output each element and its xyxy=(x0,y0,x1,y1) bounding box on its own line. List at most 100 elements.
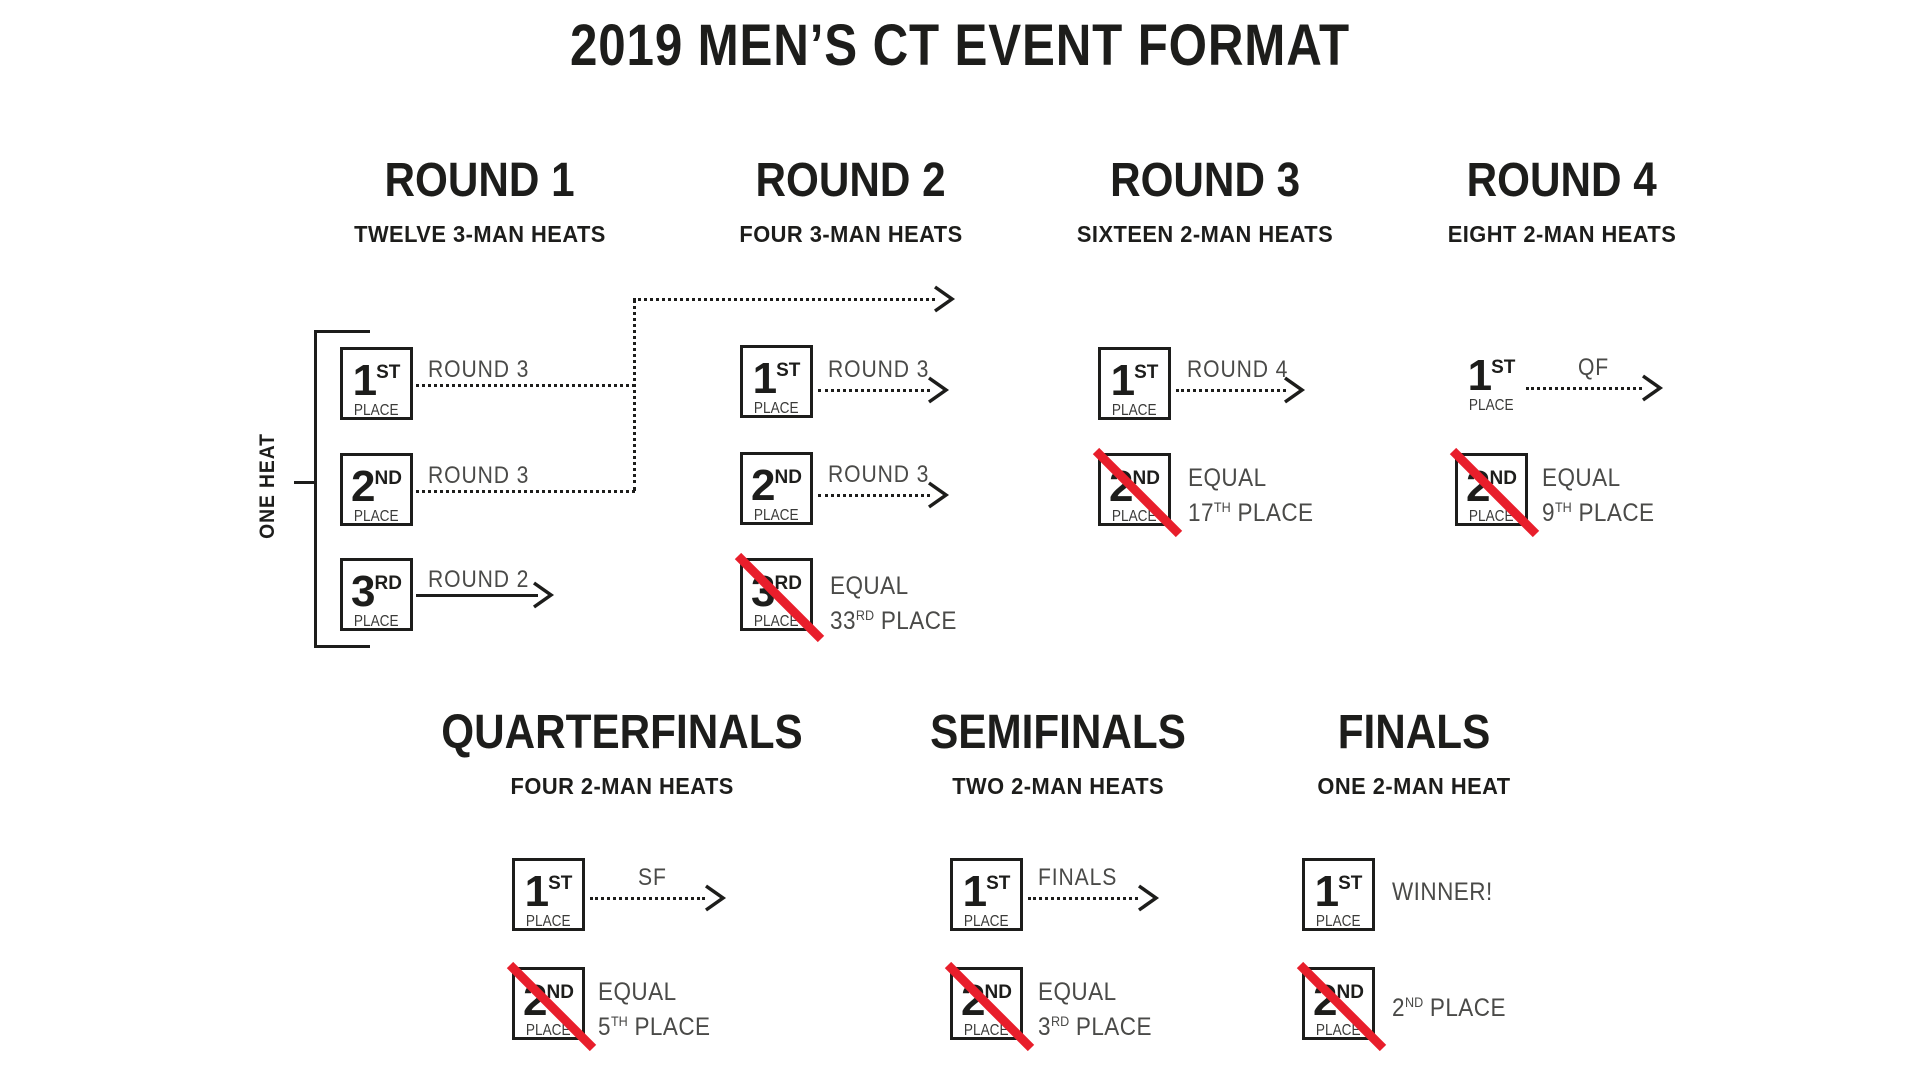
rank-number: 1 xyxy=(524,867,550,916)
round4-1st-place-unboxed: 1ST PLACE xyxy=(1455,345,1528,418)
semifinals-2nd-result: EQUAL 3RD PLACE xyxy=(1038,978,1152,1042)
rank-number: 2 xyxy=(523,976,548,1025)
place-label: PLACE xyxy=(1469,508,1514,525)
rank-number: 1 xyxy=(1467,351,1493,400)
rank-ordinal: ST xyxy=(776,360,801,381)
header-quarterfinals: QUARTERFINALS FOUR 2-MAN HEATS xyxy=(417,706,828,800)
place-label: PLACE xyxy=(526,1022,571,1039)
round2-1st-place-box: 1ST PLACE xyxy=(740,345,813,418)
rank-ordinal: ND xyxy=(1336,982,1364,1003)
result-ordinal: RD xyxy=(1050,1013,1070,1029)
result-ordinal: ND xyxy=(1404,994,1424,1010)
arrowhead-icon xyxy=(927,481,950,509)
header-semifinals: SEMIFINALS TWO 2-MAN HEATS xyxy=(913,706,1204,800)
equal-label: EQUAL xyxy=(830,572,909,600)
rank-ordinal: ND xyxy=(1489,468,1517,489)
semifinals-1st-place-box: 1ST PLACE xyxy=(950,858,1023,931)
semifinals-subtitle: TWO 2-MAN HEATS xyxy=(952,773,1164,799)
round1-2nd-dest-label: ROUND 3 xyxy=(428,462,530,489)
round1-to-round3-dotted-line xyxy=(633,298,935,301)
round4-2nd-result: EQUAL 9TH PLACE xyxy=(1542,464,1655,528)
round4-title: ROUND 4 xyxy=(1466,154,1658,207)
rank-ordinal: ND xyxy=(1132,468,1160,489)
place-label: PLACE xyxy=(754,400,799,417)
round2-1st-dest-label: ROUND 3 xyxy=(828,356,930,383)
result-number: 5 xyxy=(598,1013,611,1041)
round3-title: ROUND 3 xyxy=(1109,154,1301,207)
place-label: PLACE xyxy=(1112,508,1157,525)
result-number: 17 xyxy=(1188,499,1214,527)
rank-ordinal: ST xyxy=(986,873,1011,894)
finals-title: FINALS xyxy=(1337,706,1491,759)
place-label: PLACE xyxy=(754,613,799,630)
arrowhead-icon xyxy=(532,581,555,609)
result-number: 9 xyxy=(1542,499,1555,527)
rank-number: 1 xyxy=(962,867,988,916)
equal-label: EQUAL xyxy=(1542,464,1621,492)
result-tail: PLACE xyxy=(634,1013,711,1041)
round2-2nd-dest-label: ROUND 3 xyxy=(828,461,930,488)
round2-3rd-result: EQUAL 33RD PLACE xyxy=(830,572,957,636)
rank-number: 2 xyxy=(961,976,986,1025)
rank-number: 1 xyxy=(1110,356,1136,405)
rank-ordinal: ST xyxy=(376,362,401,383)
quarterfinals-2nd-result: EQUAL 5TH PLACE xyxy=(598,978,711,1042)
semifinals-1st-dest-label: FINALS xyxy=(1038,864,1118,891)
rank-ordinal: ST xyxy=(1491,357,1516,378)
round3-subtitle: SIXTEEN 2-MAN HEATS xyxy=(1076,221,1334,247)
rank-number: 1 xyxy=(352,356,378,405)
rank-number: 3 xyxy=(751,567,776,616)
arrowhead-icon xyxy=(1641,374,1664,402)
result-tail: PLACE xyxy=(1075,1013,1152,1041)
round1-1st-dest-label: ROUND 3 xyxy=(428,356,530,383)
round1-1st-place-box: 1ST PLACE xyxy=(340,347,413,420)
bracket-vertical-line xyxy=(314,330,317,648)
round1-2nd-dotted-line xyxy=(416,490,635,493)
arrowhead-icon xyxy=(927,376,950,404)
rank-ordinal: ND xyxy=(984,982,1012,1003)
arrowhead-icon xyxy=(933,285,956,313)
rank-ordinal: ND xyxy=(546,982,574,1003)
round1-3rd-place-box: 3RD PLACE xyxy=(340,558,413,631)
semifinals-title: SEMIFINALS xyxy=(930,706,1186,759)
finals-winner-label: WINNER! xyxy=(1392,878,1493,906)
result-tail: PLACE xyxy=(1578,499,1655,527)
place-label: PLACE xyxy=(354,402,399,419)
round2-2nd-place-box: 2ND PLACE xyxy=(740,452,813,525)
result-number: 3 xyxy=(1038,1013,1051,1041)
arrowhead-icon xyxy=(704,884,727,912)
result-tail: PLACE xyxy=(880,607,957,635)
header-finals: FINALS ONE 2-MAN HEAT xyxy=(1312,706,1515,800)
header-round4: ROUND 4 EIGHT 2-MAN HEATS xyxy=(1442,154,1683,248)
result-ordinal: TH xyxy=(1213,499,1231,515)
round1-3rd-solid-line xyxy=(416,594,538,597)
header-round3: ROUND 3 SIXTEEN 2-MAN HEATS xyxy=(1070,154,1340,248)
round4-1st-dest-label: QF xyxy=(1578,354,1610,381)
rank-ordinal: ND xyxy=(774,467,802,488)
rank-number: 1 xyxy=(752,354,778,403)
finals-2nd-place-box-eliminated: 2ND PLACE xyxy=(1296,961,1387,1052)
rank-ordinal: ST xyxy=(1134,362,1159,383)
round3-1st-dotted-line xyxy=(1176,389,1286,392)
bracket-tick-line xyxy=(294,481,315,484)
round4-2nd-place-box-eliminated: 2ND PLACE xyxy=(1449,447,1540,538)
place-label: PLACE xyxy=(1112,402,1157,419)
round4-subtitle: EIGHT 2-MAN HEATS xyxy=(1447,221,1677,247)
round1-2nd-place-box: 2ND PLACE xyxy=(340,453,413,526)
round1-connector-vertical-dotted-line xyxy=(633,299,636,491)
place-label: PLACE xyxy=(526,913,571,930)
place-label: PLACE xyxy=(1469,397,1514,414)
round2-title: ROUND 2 xyxy=(755,154,947,207)
place-label: PLACE xyxy=(354,613,399,630)
place-label: PLACE xyxy=(964,913,1009,930)
equal-label: EQUAL xyxy=(1188,464,1267,492)
place-label: PLACE xyxy=(754,507,799,524)
arrowhead-icon xyxy=(1137,884,1160,912)
quarterfinals-title: QUARTERFINALS xyxy=(441,706,803,759)
round2-2nd-dotted-line xyxy=(818,494,930,497)
rank-number: 2 xyxy=(1466,462,1491,511)
round2-1st-dotted-line xyxy=(818,389,930,392)
place-label: PLACE xyxy=(1316,1022,1361,1039)
equal-label: EQUAL xyxy=(1038,978,1117,1006)
